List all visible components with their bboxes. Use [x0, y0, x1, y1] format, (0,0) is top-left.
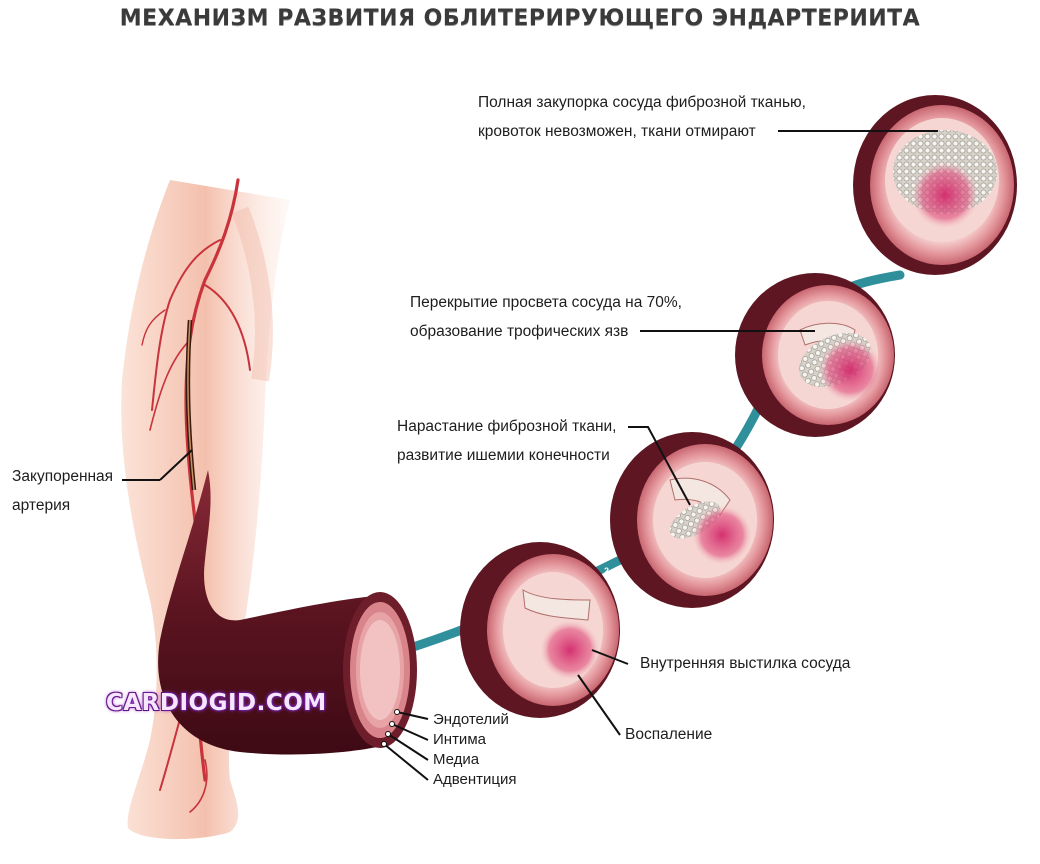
watermark-logo: CARDIOGID.COM — [106, 690, 327, 716]
label-layer-media: Медиа — [433, 751, 480, 768]
label-stage2-line2: развитие ишемии конечности — [397, 447, 610, 464]
cross-section-stage1 — [460, 542, 620, 718]
occluded-segment-highlight — [187, 319, 195, 491]
label-stage4-line1: Полная закупорка сосуда фиброзной тканью… — [478, 94, 806, 111]
label-occluded-artery-line2: артерия — [12, 497, 71, 514]
cross-section-healthy — [343, 592, 417, 748]
label-stage4-line2: кровоток невозможен, ткани отмирают — [478, 123, 756, 140]
stage-number-2: 2 — [604, 566, 609, 576]
label-inflammation-text: Воспаление — [625, 726, 713, 743]
label-inner-lining: Внутренняя выстилка сосуда — [640, 649, 850, 678]
stage-numbers: 1 2 3 — [440, 440, 751, 652]
label-layer-adventitia: Адвентиция — [433, 771, 517, 788]
stage-number-3: 3 — [746, 440, 751, 450]
label-stage4: Полная закупорка сосуда фиброзной тканью… — [478, 88, 806, 146]
label-stage3-line2: образование трофических язв — [410, 323, 629, 340]
label-stage3-line1: Перекрытие просвета сосуда на 70%, — [410, 294, 682, 311]
label-layer-intima: Интима — [433, 731, 486, 748]
label-layer-endothelium: Эндотелий — [433, 711, 509, 728]
leader-dots — [381, 709, 400, 747]
label-stage2-line1: Нарастание фиброзной ткани, — [397, 418, 617, 435]
cross-section-stage2 — [610, 432, 774, 608]
label-stage3: Перекрытие просвета сосуда на 70%, образ… — [410, 288, 682, 346]
cross-section-stage4 — [853, 95, 1017, 275]
label-vessel-layers: Эндотелий Интима Медиа Адвентиция — [433, 710, 517, 790]
stage-number-1: 1 — [440, 642, 445, 652]
label-inner-lining-text: Внутренняя выстилка сосуда — [640, 655, 851, 672]
label-occluded-artery-line1: Закупоренная — [12, 468, 114, 485]
page-title: МЕХАНИЗМ РАЗВИТИЯ ОБЛИТЕРИРУЮЩЕГО ЭНДАРТ… — [119, 6, 921, 31]
label-inflammation: Воспаление — [625, 720, 712, 749]
vessel-tube — [158, 470, 385, 755]
label-stage2: Нарастание фиброзной ткани, развитие ише… — [397, 412, 616, 470]
cross-section-stage3 — [735, 273, 895, 437]
leader-lines — [122, 130, 938, 781]
label-occluded-artery: Закупоренная артерия — [12, 462, 113, 520]
